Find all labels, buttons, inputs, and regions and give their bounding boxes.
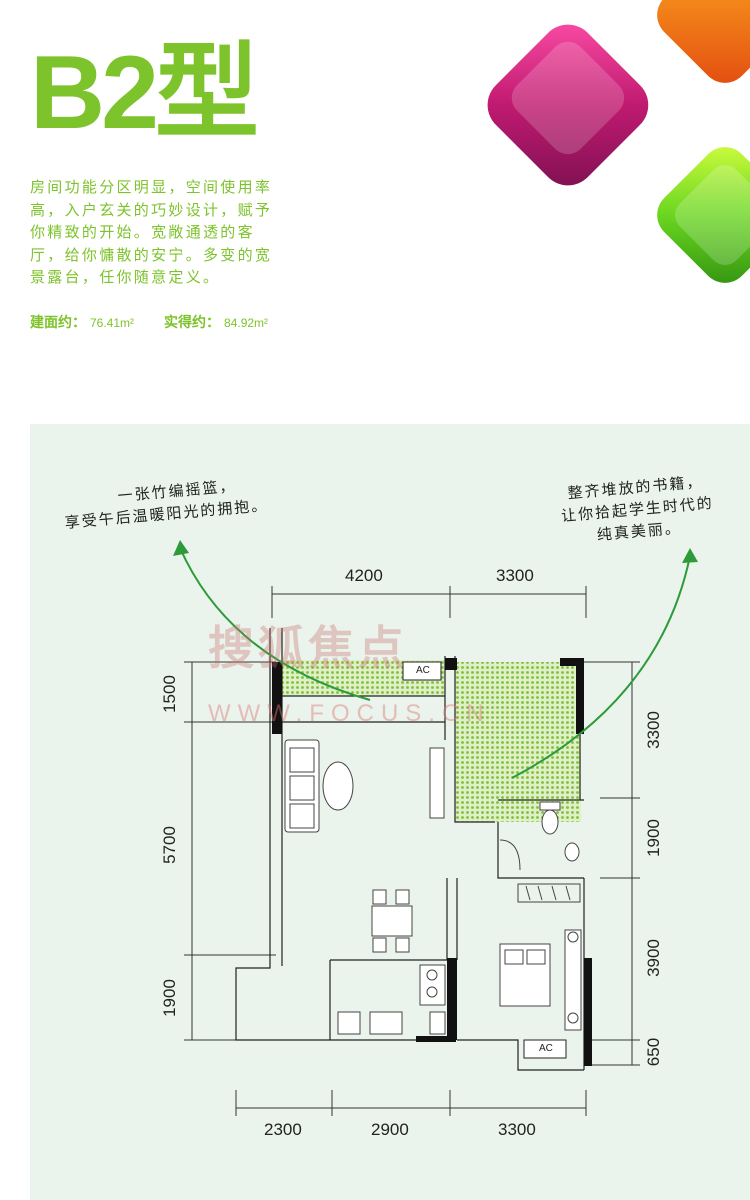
ac-label-bottom: AC	[539, 1043, 553, 1054]
dim-top: 3300	[496, 566, 534, 585]
bed-icon	[499, 929, 582, 1031]
description-line: 厅，给你慵散的安宁。多变的宽	[30, 245, 273, 264]
dim-left: 1900	[160, 979, 179, 1017]
arrow-head-left	[173, 540, 189, 556]
dining-table-icon	[371, 889, 413, 953]
dim-right: 1900	[644, 819, 663, 857]
dimension-lines	[184, 586, 640, 1116]
watermark-logo: 搜狐焦点	[208, 621, 408, 675]
dim-left: 1500	[160, 675, 179, 713]
orange-gem	[657, 0, 750, 83]
tv-cabinet-icon	[429, 747, 445, 819]
wardrobe-icon	[517, 883, 581, 903]
pink-gem	[487, 24, 649, 186]
description-line: 高，入户玄关的巧妙设计，赋予	[30, 200, 273, 219]
ac-unit-top	[402, 661, 442, 681]
dim-left: 5700	[160, 826, 179, 864]
sofa-icon	[284, 739, 320, 833]
actual-area-label: 实得约：	[164, 315, 221, 331]
dim-right: 3900	[644, 939, 663, 977]
balcony-right	[455, 662, 581, 822]
unit-type-title: B2型	[30, 35, 259, 151]
dim-right: 3300	[644, 711, 663, 749]
description-line: 景露台，任你随意定义。	[30, 268, 221, 286]
dim-bottom: 2300	[264, 1120, 302, 1139]
ac-label-top: AC	[416, 665, 430, 676]
watermark-url: WWW.FOCUS.CN	[208, 700, 491, 727]
description-line: 房间功能分区明显，空间使用率	[30, 178, 273, 196]
build-area-label: 建面约：	[30, 315, 86, 331]
actual-area-value: 84.92m²	[224, 316, 269, 330]
unit-description: 房间功能分区明显，空间使用率 高，入户玄关的巧妙设计，赋予 你精致的开始。宽敞通…	[30, 176, 335, 289]
coffee-table-icon	[322, 761, 354, 811]
dim-top: 4200	[345, 566, 383, 585]
area-info: 建面约： 76.41m² 实得约：84.92m²	[30, 312, 272, 332]
floorplan-panel	[30, 424, 750, 1200]
ac-unit-bottom	[523, 1039, 567, 1059]
walls-thick	[272, 658, 592, 1066]
bathroom-fixtures-icon	[499, 801, 580, 871]
dim-right: 650	[644, 1037, 663, 1067]
dim-bottom: 3300	[498, 1120, 536, 1139]
build-area-value: 76.41m²	[90, 316, 135, 330]
arrow-lines	[179, 547, 691, 779]
kitchen-counter-icon	[337, 964, 446, 1035]
dim-bottom: 2900	[371, 1120, 409, 1139]
arrow-head-right	[682, 548, 698, 563]
description-line: 你精致的开始。宽敞通透的客	[30, 223, 255, 241]
